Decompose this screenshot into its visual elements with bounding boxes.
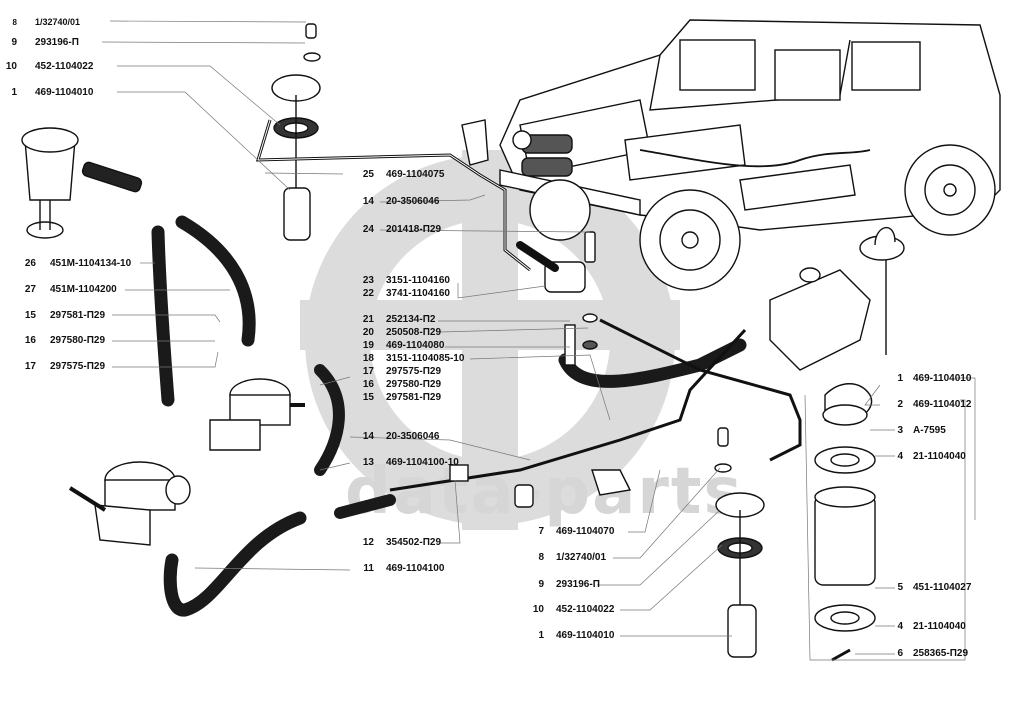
line-clips bbox=[449, 119, 632, 508]
part-number: 451М-1104200 bbox=[50, 284, 117, 295]
part-number: 469-1104100 bbox=[386, 563, 445, 574]
fuel-pump-upper bbox=[209, 378, 305, 451]
part-number: 20-3506046 bbox=[386, 431, 440, 442]
part-number: 451М-1104134-10 bbox=[50, 258, 132, 269]
part-number: 469-1104100-10 bbox=[386, 457, 459, 468]
part-number: 297580-П29 bbox=[386, 379, 442, 390]
part-number: 452-1104022 bbox=[35, 61, 94, 72]
part-number: 3741-1104160 bbox=[386, 288, 450, 299]
vehicle-illustration bbox=[499, 19, 1001, 291]
part-number: 252134-П2 bbox=[386, 314, 436, 325]
part-number: 469-1104010 bbox=[913, 373, 972, 384]
part-number: 297575-П29 bbox=[50, 361, 106, 372]
fine-filter-housing bbox=[769, 267, 871, 371]
part-number: 293196-П bbox=[556, 579, 600, 590]
filter-element-stack bbox=[814, 383, 876, 662]
part-number: 1/32740/01 bbox=[556, 552, 607, 563]
part-number: 21-1104040 bbox=[913, 451, 966, 462]
part-number: 297575-П29 bbox=[386, 366, 442, 377]
part-number: 293196-П bbox=[35, 37, 79, 48]
part-number: 297580-П29 bbox=[50, 335, 106, 346]
part-number: 354502-П29 bbox=[386, 537, 442, 548]
fuel-hoses bbox=[151, 215, 747, 617]
part-number: 258365-П29 bbox=[913, 648, 969, 659]
fuel-sender-bottom bbox=[714, 427, 765, 658]
fuel-tap bbox=[516, 231, 598, 366]
part-number: 1/32740/01 bbox=[35, 17, 81, 27]
fuel-filter-left bbox=[21, 127, 143, 239]
part-number: 469-1104010 bbox=[556, 630, 615, 641]
part-number: 250508-П29 bbox=[386, 327, 442, 338]
part-number: 469-1104080 bbox=[386, 340, 445, 351]
part-number: 201418-П29 bbox=[386, 224, 442, 235]
part-number: 297581-П29 bbox=[386, 392, 442, 403]
part-number: 469-1104070 bbox=[556, 526, 615, 537]
part-number: 20-3506046 bbox=[386, 196, 440, 207]
part-number: 469-1104010 bbox=[35, 87, 94, 98]
part-number: 451-1104027 bbox=[913, 582, 972, 593]
part-number: 469-1104075 bbox=[386, 169, 445, 180]
watermark-text: data-parts bbox=[345, 455, 744, 529]
part-number: 3151-1104160 bbox=[386, 275, 450, 286]
part-number: 21-1104040 bbox=[913, 621, 966, 632]
fuel-sender-right bbox=[859, 227, 905, 355]
part-number: 3151-1104085-10 bbox=[386, 353, 465, 364]
fuel-pump-lower bbox=[68, 461, 191, 546]
part-number: 469-1104012 bbox=[913, 399, 972, 410]
part-number: 297581-П29 bbox=[50, 310, 106, 321]
fuel-lines bbox=[389, 318, 802, 492]
leader-lines bbox=[101, 20, 976, 661]
part-number: А-7595 bbox=[913, 425, 946, 436]
part-number: 452-1104022 bbox=[556, 604, 615, 615]
